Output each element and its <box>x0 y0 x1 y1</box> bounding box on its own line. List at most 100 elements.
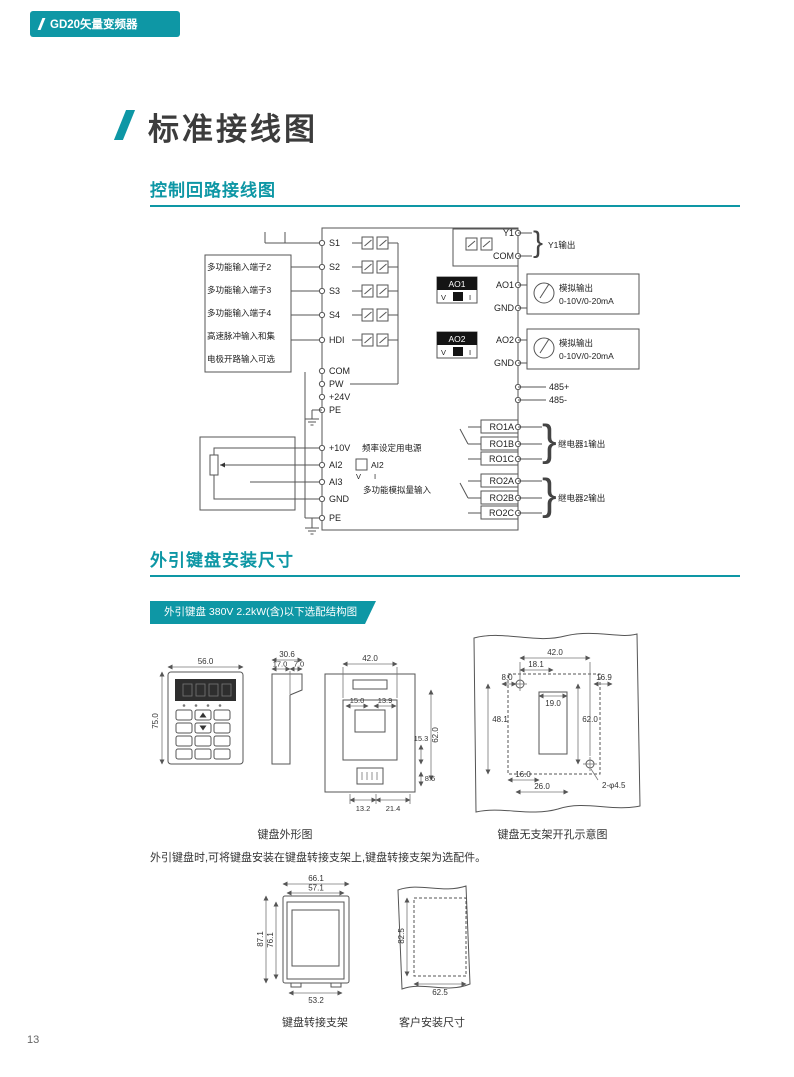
page-title: 标准接线图 <box>148 112 318 147</box>
terminal-ro1a: RO1A <box>489 422 514 432</box>
relay1-brace: } <box>542 416 557 465</box>
input-wires <box>291 266 322 341</box>
dim-bracket-w3: 53.2 <box>308 996 324 1005</box>
keypad-side-view <box>271 671 303 765</box>
dim-back-width: 42.0 <box>362 654 378 663</box>
section-rule-keypad <box>150 575 740 577</box>
terminal-ao2-gnd: GND <box>494 358 515 368</box>
terminal-485n: 485- <box>549 395 567 405</box>
ao1-analog-out-label: 模拟输出 <box>559 283 593 293</box>
keypad-cutout-drawing: 42.0 18.1 8.0 16.9 19.0 48.1 62.0 16.0 2… <box>473 632 641 813</box>
terminal-s1: S1 <box>329 238 340 248</box>
multi-analog-label: 多功能模拟量输入 <box>363 485 432 495</box>
dim-hole-width: 42.0 <box>547 648 563 657</box>
relay1-group: RO1A RO1B RO1C } 继电器1输出 <box>459 416 605 466</box>
keypad-banner: 外引键盘 380V 2.2kW(含)以下选配结构图 <box>150 601 376 624</box>
digital-input-label-box <box>204 254 292 373</box>
keypad-outline-drawing: 56.0 75.0 30.6 17.0 7.0 42.0 <box>151 650 440 813</box>
mounting-hole-bottom <box>583 757 597 771</box>
mounting-area-dashed <box>413 897 467 977</box>
down-arrow-key <box>199 725 207 731</box>
ao2-switch-label: AO2 <box>448 334 465 344</box>
dim-hole-d4: 19.0 <box>545 699 561 708</box>
ao1-switch-i: I <box>469 293 471 302</box>
input-label-hdi-1: 高速脉冲输入和集 <box>207 331 276 341</box>
ao2-switch-i: I <box>469 348 471 357</box>
dim-customer-width: 62.5 <box>432 988 448 997</box>
up-arrow-key <box>199 712 207 718</box>
input-label-terminal4: 多功能输入端子4 <box>207 308 272 318</box>
pe-bottom: PE <box>305 513 341 535</box>
header-brand-bar: GD20矢量变频器 <box>30 11 180 37</box>
section-heading-wiring: 控制回路接线图 <box>150 181 276 200</box>
y1-brace: } <box>533 226 543 259</box>
ai2-switch-i: I <box>374 472 376 481</box>
title-slash-icon <box>113 110 136 140</box>
terminal-ro2c: RO2C <box>489 508 515 518</box>
terminal-s3: S3 <box>329 286 340 296</box>
dim-hole-diameter: 2-φ4.5 <box>602 781 626 790</box>
dim-back-d6: 21.4 <box>386 804 401 813</box>
brand-slash-icon <box>37 18 46 30</box>
y1-output-group: Y1 COM } Y1输出 <box>452 226 575 267</box>
dim-customer-height: 82.5 <box>397 928 406 944</box>
terminal-pw: PW <box>329 379 344 389</box>
terminal-hdi: HDI <box>329 335 345 345</box>
dim-back-height: 62.0 <box>431 727 440 743</box>
input-label-terminal3: 多功能输入端子3 <box>207 285 272 295</box>
relay2-brace: } <box>542 470 557 519</box>
input-label-terminal2: 多功能输入端子2 <box>207 262 272 272</box>
dim-front-width: 56.0 <box>198 657 214 666</box>
customer-mounting-drawing: 82.5 62.5 <box>397 885 471 997</box>
keypad-display <box>175 679 236 701</box>
section-heading-keypad: 外引键盘安装尺寸 <box>150 551 294 570</box>
ao2-slider <box>453 347 463 356</box>
left-terminals: S1 S2 S3 S4 HDI COM PW +24V PE <box>318 238 350 415</box>
terminal-gnd: GND <box>329 494 350 504</box>
input-label-hdi-2: 电极开路输入可选 <box>207 354 276 364</box>
terminal-ro1c: RO1C <box>489 454 515 464</box>
terminal-ro2a: RO2A <box>489 476 514 486</box>
relay2-output-label: 继电器2输出 <box>558 493 605 503</box>
ground-symbol-lower <box>305 518 319 535</box>
ai2-selector-switch <box>355 458 368 471</box>
control-circuit-wiring-diagram: 多功能输入端子2 多功能输入端子3 多功能输入端子4 高速脉冲输入和集 电极开路… <box>199 226 640 535</box>
ground-symbol-upper <box>305 409 322 426</box>
ai2-switch-label: AI2 <box>371 460 384 470</box>
dim-front-height: 75.0 <box>151 713 160 729</box>
terminal-ro1b: RO1B <box>489 439 514 449</box>
dim-side-body: 17.0 <box>273 660 288 669</box>
dim-hole-d7: 26.0 <box>534 782 550 791</box>
dim-back-d4: 8.6 <box>425 774 435 783</box>
dim-hole-d3: 16.9 <box>596 673 612 682</box>
terminal-ycom: COM <box>493 251 514 261</box>
caption-customer: 客户安装尺寸 <box>399 1017 465 1029</box>
terminal-y1: Y1 <box>503 228 514 238</box>
dim-hole-d2: 8.0 <box>501 673 513 682</box>
keypad-front-view <box>167 671 244 765</box>
dim-side-total: 30.6 <box>279 650 295 659</box>
dim-hole-d1: 18.1 <box>528 660 544 669</box>
wall-panel-outline <box>397 885 471 990</box>
shield-wire <box>304 372 322 519</box>
ao1-analog-range-label: 0-10V/0-20mA <box>559 296 614 306</box>
freq-supply-label: 频率设定用电源 <box>362 443 422 453</box>
bracket-outline <box>282 895 350 988</box>
terminal-485p: 485+ <box>549 382 569 392</box>
analog-terminals: +10V AI2 AI3 GND 频率设定用电源 AI2 V I 多功能模拟量输… <box>318 443 432 504</box>
terminal-ai2: AI2 <box>329 460 343 470</box>
relay1-output-label: 继电器1输出 <box>558 439 605 449</box>
dim-hole-height: 62.0 <box>582 715 598 724</box>
keypad-note: 外引键盘时,可将键盘安装在键盘转接支架上,键盘转接支架为选配件。 <box>150 852 487 864</box>
ao2-group: AO2 V I AO2 GND 模拟输出 0-10V/0-20mA <box>436 328 640 370</box>
ao1-switch-v: V <box>441 293 446 302</box>
top-wiring <box>264 232 322 244</box>
terminal-ai3: AI3 <box>329 477 343 487</box>
meter-symbol-ao2 <box>533 337 555 359</box>
ao1-switch-label: AO1 <box>448 279 465 289</box>
analog-source-box <box>199 436 322 511</box>
ao2-analog-out-label: 模拟输出 <box>559 338 593 348</box>
optocoupler-symbols <box>350 236 399 385</box>
ai2-switch-v: V <box>356 472 361 481</box>
